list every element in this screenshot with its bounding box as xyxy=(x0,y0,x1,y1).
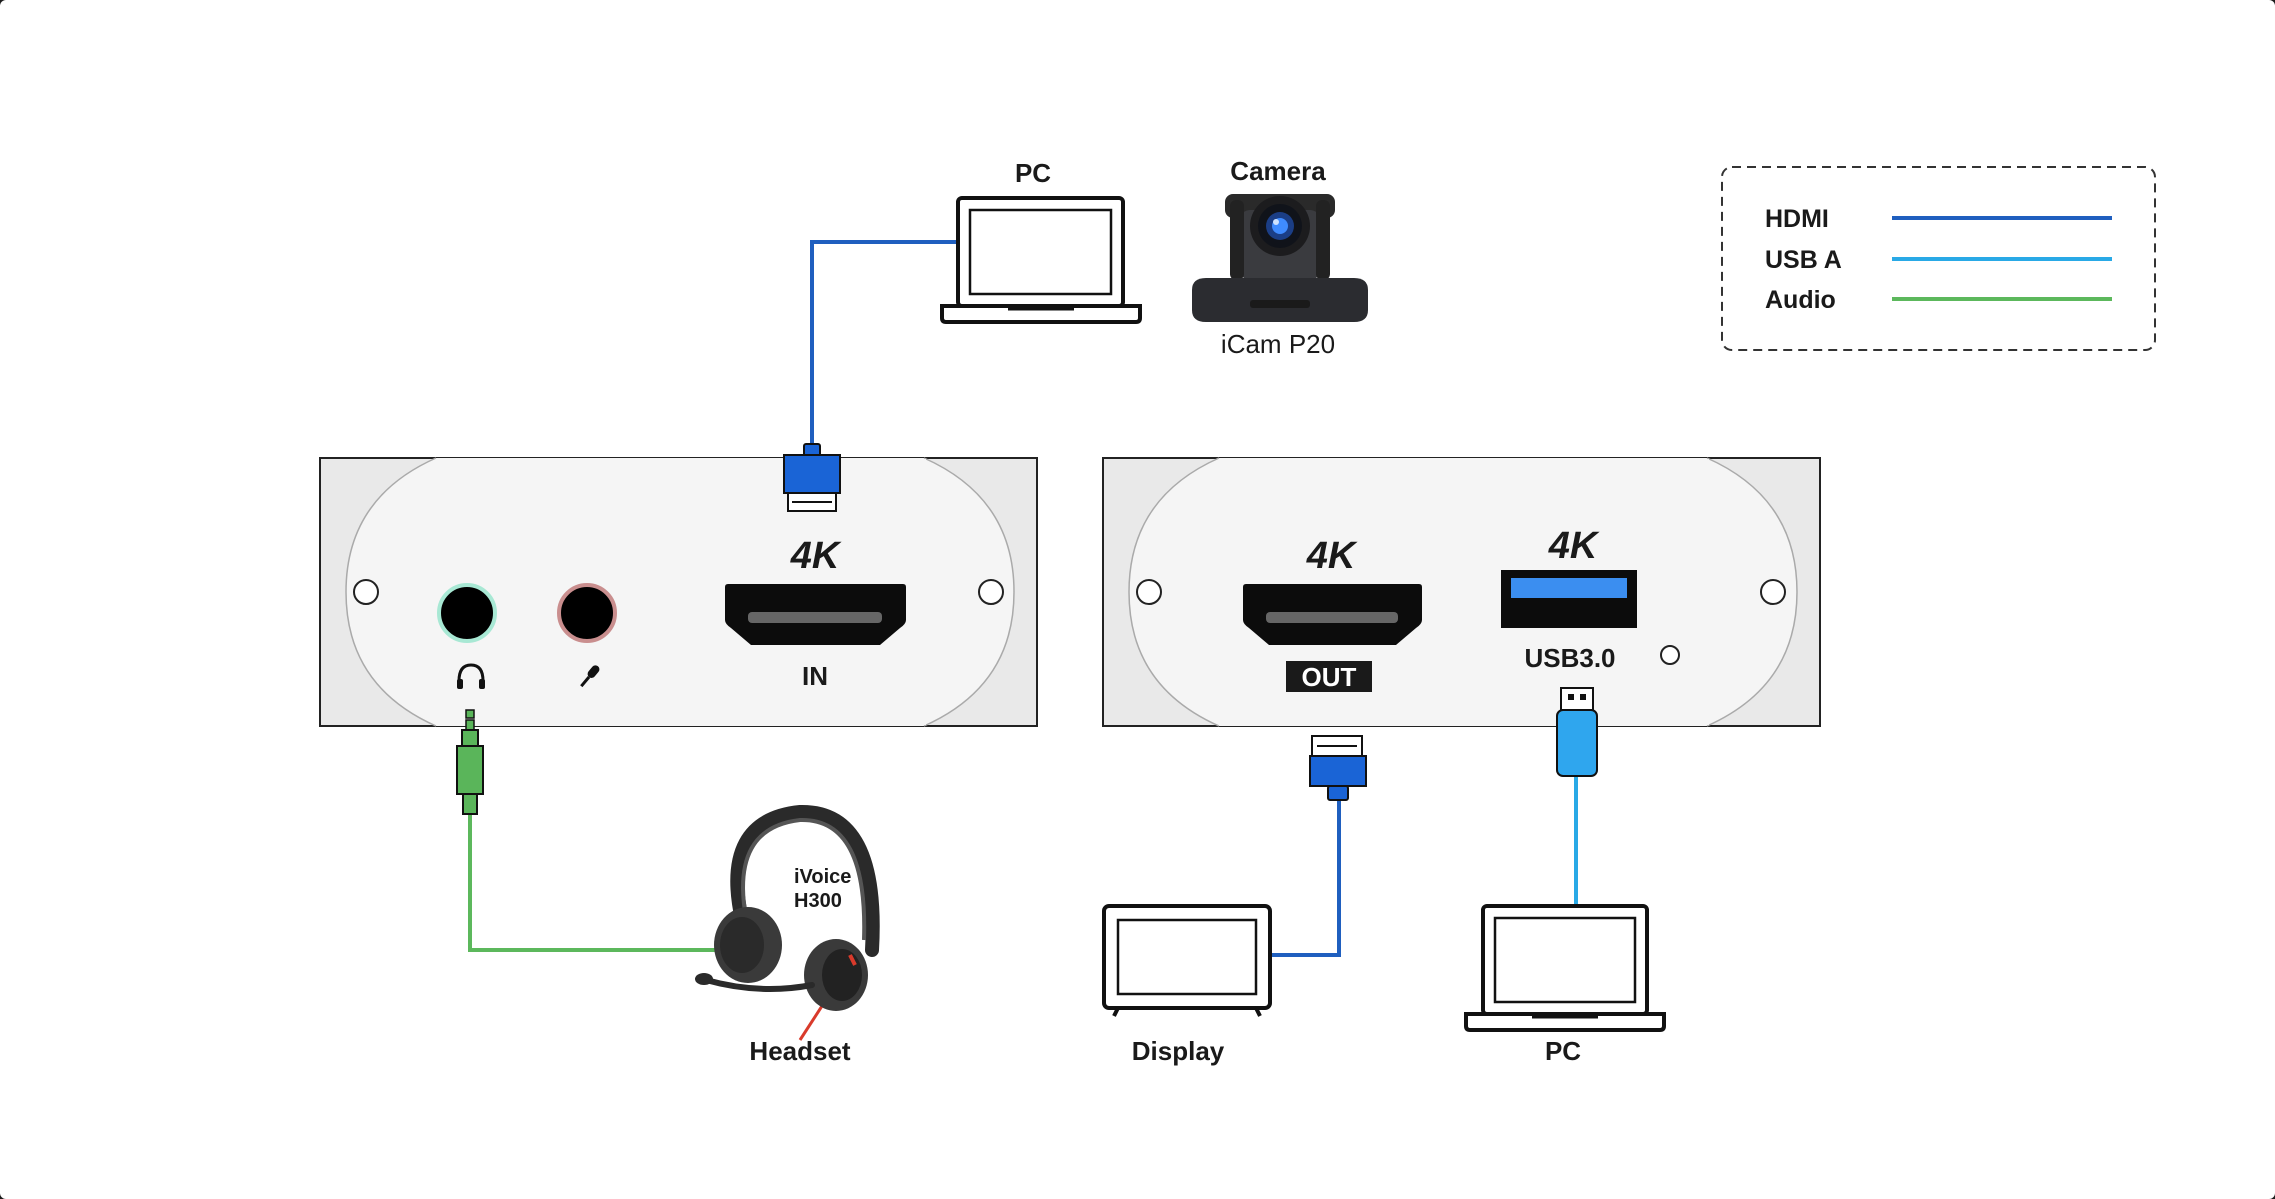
hdmi-out-label: OUT xyxy=(1302,662,1357,692)
hdmi-cable-out-to-display xyxy=(1270,800,1341,957)
bottom-pc-label: PC xyxy=(1545,1036,1581,1066)
ptz-camera-icon xyxy=(1192,194,1368,322)
laptop-icon xyxy=(1464,904,1666,1032)
headphone-icon xyxy=(457,663,485,689)
hdmi-out-4k-badge: 4K xyxy=(1306,535,1358,577)
screw-hole-right xyxy=(978,579,1004,605)
audio-plug xyxy=(456,709,484,815)
headphone-jack xyxy=(437,583,497,643)
microphone-icon xyxy=(580,665,600,688)
top-pc-label: PC xyxy=(1015,158,1051,188)
hdmi-in-label: IN xyxy=(802,661,828,691)
headset-model-line2: H300 xyxy=(794,890,842,912)
indicator-hole xyxy=(1660,645,1680,665)
left-panel: 4K IN xyxy=(319,457,1038,727)
legend: HDMI USB A Audio xyxy=(1721,166,2156,351)
headset: iVoice H300 Headset xyxy=(695,804,880,1066)
legend-label-hdmi: HDMI xyxy=(1765,205,1829,233)
camera-label: Camera xyxy=(1230,156,1326,186)
usb3-label: USB3.0 xyxy=(1524,643,1615,673)
screw-hole-left xyxy=(1136,579,1162,605)
camera-model: iCam P20 xyxy=(1221,329,1335,359)
hdmi-out-port xyxy=(1243,584,1422,645)
camera: Camera iCam P20 xyxy=(1192,156,1368,359)
hdmi-in-port xyxy=(725,584,906,645)
display: Display xyxy=(1102,904,1272,1066)
audio-cable-headset xyxy=(468,815,728,952)
bottom-pc: PC xyxy=(1464,904,1666,1066)
top-pc: PC xyxy=(940,158,1142,324)
legend-label-audio: Audio xyxy=(1765,286,1836,314)
usb-4k-badge: 4K xyxy=(1548,525,1600,567)
hdmi-out-label-bg xyxy=(1286,661,1372,692)
microphone-jack xyxy=(557,583,617,643)
laptop-icon xyxy=(940,196,1142,324)
usb-plug xyxy=(1556,687,1598,777)
hdmi-plug-top xyxy=(783,443,841,512)
headset-label: Headset xyxy=(749,1036,850,1066)
headset-icon xyxy=(695,804,880,1011)
screw-hole-right xyxy=(1760,579,1786,605)
headset-model-line1: iVoice xyxy=(794,866,851,888)
hdmi-cable-pc-to-in xyxy=(810,240,958,448)
monitor-icon xyxy=(1102,904,1272,1017)
screw-hole-left xyxy=(353,579,379,605)
right-panel: 4K OUT 4K USB3.0 xyxy=(1102,457,1821,727)
hdmi-plug-bottom xyxy=(1309,735,1367,801)
display-label: Display xyxy=(1132,1036,1225,1066)
legend-label-usb: USB A xyxy=(1765,246,1842,274)
usb3-port xyxy=(1501,570,1637,628)
left-4k-badge: 4K xyxy=(790,535,842,577)
